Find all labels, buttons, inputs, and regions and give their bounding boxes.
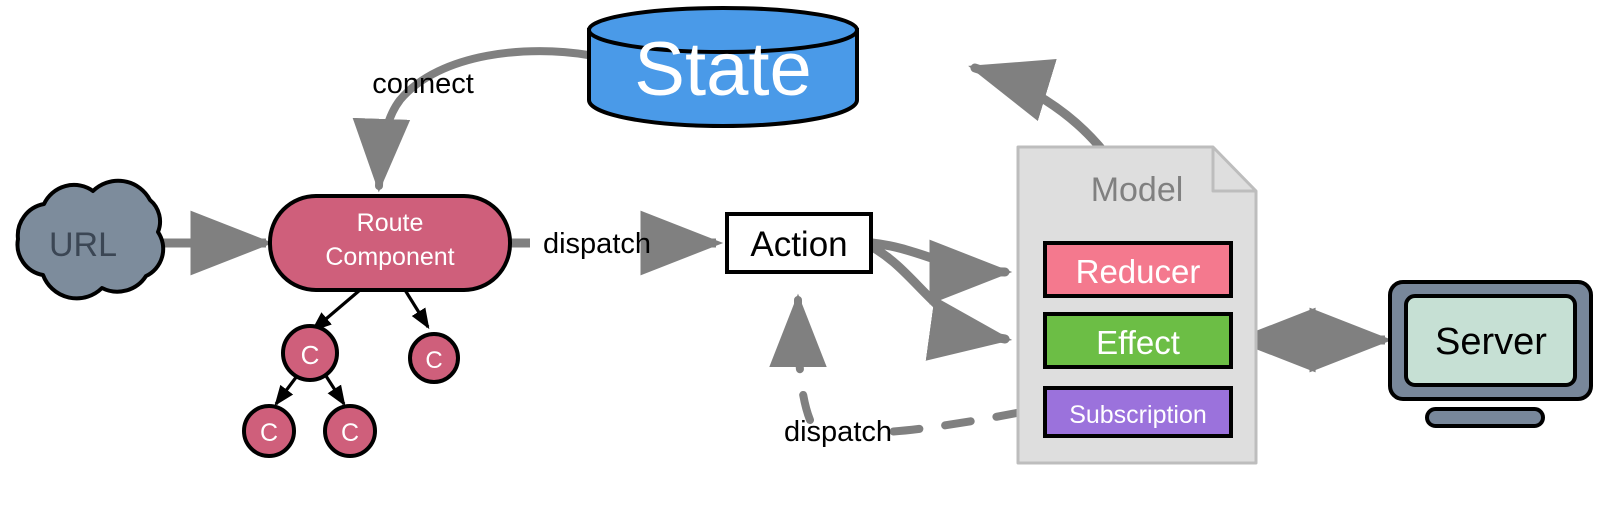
route-component-label-line2: Component (325, 243, 454, 271)
component-node-label: C (425, 347, 442, 374)
node-server[interactable]: Server (1388, 280, 1593, 428)
node-action[interactable]: Action (725, 212, 873, 274)
component-tree: C C C C (242, 324, 460, 458)
node-reducer[interactable]: Reducer (1043, 241, 1233, 298)
edge-state-to-route (352, 47, 592, 193)
node-subscription[interactable]: Subscription (1043, 386, 1233, 438)
effect-label: Effect (1096, 324, 1180, 361)
component-node-label: C (260, 419, 278, 447)
subscription-label: Subscription (1069, 401, 1207, 429)
edge-label-dispatch-top: dispatch (543, 228, 651, 260)
component-tree-edges (274, 288, 430, 407)
component-node-label: C (301, 340, 320, 370)
node-url[interactable]: URL (15, 178, 166, 301)
reducer-label: Reducer (1076, 253, 1201, 290)
edge-action-to-effect (869, 243, 1013, 361)
node-route-component[interactable]: Route Component (268, 194, 512, 292)
edge-action-to-reducer (867, 238, 1013, 305)
component-node-c2[interactable]: C (408, 332, 460, 384)
edge-label-connect: connect (372, 68, 474, 100)
edge-label-dispatch-bottom: dispatch (784, 416, 892, 448)
server-label: Server (1435, 321, 1547, 363)
component-node-c1[interactable]: C (281, 324, 339, 382)
route-component-label-line1: Route (357, 209, 424, 237)
state-label: State (634, 27, 811, 112)
component-node-c3[interactable]: C (242, 404, 296, 458)
action-label: Action (750, 225, 847, 264)
component-node-c4[interactable]: C (323, 404, 377, 458)
component-node-label: C (341, 419, 359, 447)
edge-subscription-to-action (769, 293, 1026, 436)
node-effect[interactable]: Effect (1043, 312, 1233, 369)
model-label: Model (1091, 171, 1184, 209)
node-model[interactable]: Model (1016, 145, 1258, 465)
url-label: URL (49, 226, 117, 264)
node-state[interactable]: State (587, 6, 859, 128)
